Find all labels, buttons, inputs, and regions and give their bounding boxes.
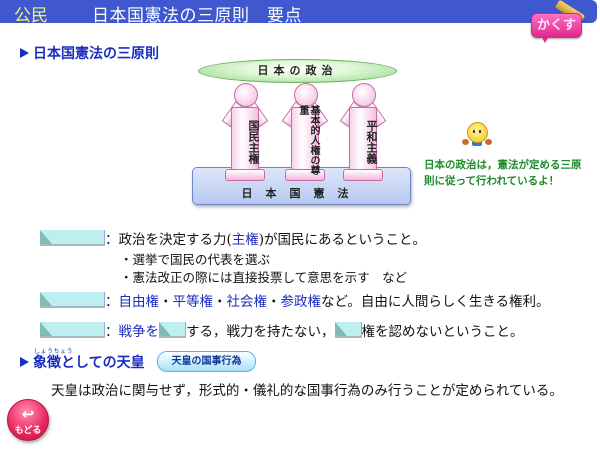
right-freedom: 自由権 (118, 294, 160, 310)
hide-answers-button[interactable]: かくす (531, 0, 586, 43)
triangle-bullet-icon (20, 357, 29, 367)
term-sovereignty: 主権 (231, 232, 259, 248)
emperor-description: 天皇は政治に関与せず，形式的・儀礼的な国事行為のみ行うことが定められている。 (51, 383, 563, 399)
figure-foot (225, 169, 265, 181)
answer-blank-pacifism[interactable] (40, 322, 105, 338)
section-heading-text: 日本国憲法の三原則 (33, 46, 159, 62)
page-title: 日本国憲法の三原則 要点 (92, 6, 302, 26)
mascot-speech: 日本の政治は，憲法が定める三原則に従って行われているよ！ (424, 159, 582, 187)
right-social: 社会権 (226, 294, 268, 310)
definition-text: 権を認めないということ。 (361, 324, 524, 340)
section-heading-emperor: 象徴としての天皇 (20, 352, 145, 372)
acts-of-state-button[interactable]: 天皇の国事行為 (157, 351, 256, 372)
figure-foot (285, 169, 325, 181)
hide-button-label: かくす (531, 13, 582, 38)
pillar-label: 国民主権 (247, 120, 260, 164)
return-arrow-icon: ↩ (21, 405, 35, 423)
example-bullet: ・憲法改正の際には直接投票して意思を示す など (120, 270, 408, 285)
back-button-label: もどる (14, 426, 42, 436)
right-suffrage: 参政権 (280, 294, 322, 310)
pillar-human-rights: 基本的人権の尊重 (277, 83, 333, 183)
answer-blank-belligerency[interactable] (334, 322, 362, 338)
right-equality: 平等権 (172, 294, 214, 310)
figure-foot (343, 169, 383, 181)
mascot-hand (462, 139, 469, 145)
definition-text: )が国民にあるということ。 (258, 232, 427, 248)
mascot-head (467, 122, 488, 143)
mascot-eye (473, 130, 475, 133)
figure-head-icon (352, 83, 376, 107)
section-heading-three-principles: 日本国憲法の三原則 (20, 43, 159, 63)
definition-text: する，戦力を持たない， (186, 324, 335, 340)
constitution-label: 日本国憲法 (241, 187, 362, 200)
example-bullet: ・選挙で国民の代表を選ぶ (120, 252, 271, 267)
subject-label: 公民 (14, 6, 48, 26)
figure-head-icon (294, 83, 318, 107)
pillar-pacifism: 平和主義 (335, 83, 391, 183)
separator: ・ (267, 294, 281, 310)
figure-body (291, 107, 319, 175)
term-war: 戦争を (118, 324, 160, 340)
principle-pacifism: ：戦争を する，戦力を持たない， 権を認めないということ。 (40, 320, 524, 340)
header-bar: 公民 日本国憲法の三原則 要点 (0, 0, 597, 26)
triangle-bullet-icon (20, 48, 29, 58)
three-principles-diagram: 日本の政治 日本国憲法 国民主権 基本的人権の尊重 平和主義 (185, 55, 425, 210)
principle-popular-sovereignty: ：政治を決定する力(主権)が国民にあるということ。 (40, 228, 426, 248)
answer-blank-popular-sovereignty[interactable] (40, 230, 105, 246)
mascot-hand (485, 139, 492, 145)
furigana: しょうちょう (34, 348, 74, 355)
separator: ・ (213, 294, 227, 310)
japanese-politics-oval: 日本の政治 (198, 59, 397, 83)
pillar-label: 平和主義 (365, 120, 378, 164)
colon: ： (105, 294, 119, 310)
speech-tail-icon (541, 36, 549, 43)
principle-human-rights: ：自由権・平等権・社会権・参政権など。自由に人間らしく生きる権利。 (40, 290, 550, 310)
definition-text: ：政治を決定する力( (105, 232, 232, 248)
pillar-label: 基本的人権の尊重 (297, 105, 319, 175)
figure-head-icon (234, 83, 258, 107)
answer-blank-renounce[interactable] (159, 322, 186, 338)
back-button[interactable]: ↩ もどる (7, 399, 49, 441)
answer-blank-human-rights[interactable] (40, 292, 105, 308)
mascot-icon (462, 118, 492, 148)
separator: ・ (159, 294, 173, 310)
mascot-body (472, 140, 482, 146)
mascot-eye (479, 130, 481, 133)
colon: ： (105, 324, 119, 340)
pillar-popular-sovereignty: 国民主権 (217, 83, 273, 183)
section-heading-text: 象徴としての天皇 (33, 355, 145, 371)
definition-text: など。自由に人間らしく生きる権利。 (321, 294, 550, 310)
